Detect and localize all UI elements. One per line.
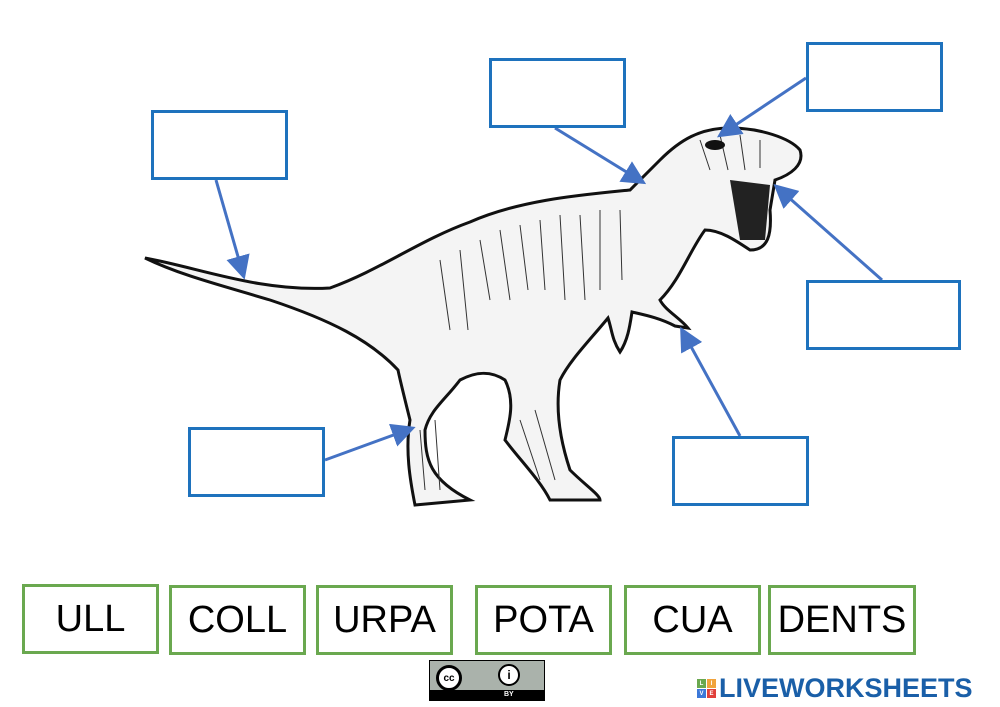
- mouth-shape: [730, 180, 770, 240]
- word-card-cua[interactable]: CUA: [624, 585, 761, 655]
- cc-license-badge[interactable]: cc i BY: [429, 660, 545, 701]
- arrows: [214, 76, 883, 462]
- drop-target-neck[interactable]: [489, 58, 626, 128]
- drop-target-teeth[interactable]: [806, 280, 961, 350]
- word-card-ull[interactable]: ULL: [22, 584, 159, 654]
- cc-icon: cc: [436, 665, 462, 691]
- drop-target-claw[interactable]: [672, 436, 809, 506]
- by-label: BY: [504, 691, 514, 698]
- t-rex-drawing: [144, 126, 803, 507]
- tile-v: V: [697, 689, 706, 698]
- tile-l: L: [697, 679, 706, 688]
- drop-target-leg[interactable]: [188, 427, 325, 497]
- word-card-dents[interactable]: DENTS: [768, 585, 916, 655]
- word-card-pota[interactable]: POTA: [475, 585, 612, 655]
- eye-shape: [705, 140, 725, 150]
- live-tiles-icon: L I V E: [697, 679, 716, 698]
- word-card-urpa[interactable]: URPA: [316, 585, 453, 655]
- hatching: [419, 134, 761, 491]
- liveworksheets-logo[interactable]: L I V E LIVEWORKSHEETS: [697, 673, 973, 704]
- drop-target-tail[interactable]: [151, 110, 288, 180]
- tile-e: E: [707, 689, 716, 698]
- badge-bar: [430, 690, 544, 700]
- brand-name: LIVEWORKSHEETS: [719, 673, 973, 703]
- drop-target-eye[interactable]: [806, 42, 943, 112]
- word-card-coll[interactable]: COLL: [169, 585, 306, 655]
- attribution-person-icon: i: [498, 664, 520, 686]
- tile-i: I: [707, 679, 716, 688]
